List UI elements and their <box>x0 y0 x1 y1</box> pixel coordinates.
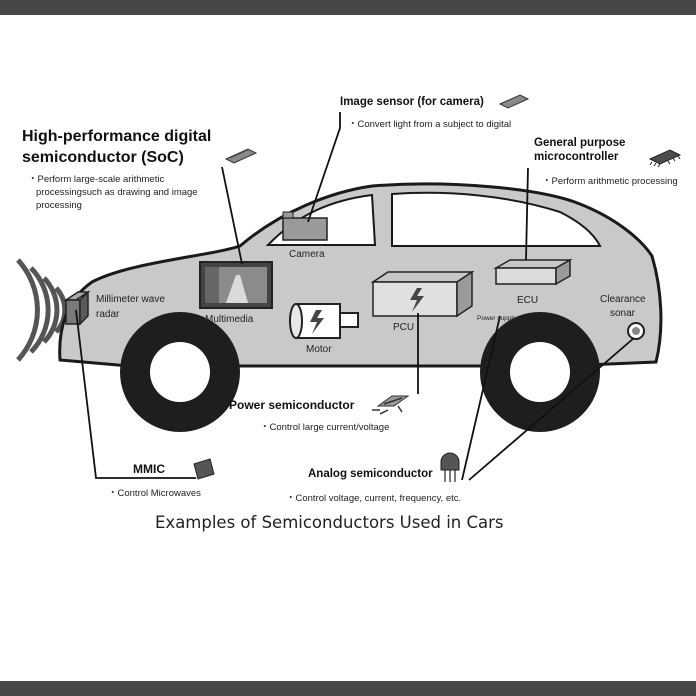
rear-wheel <box>480 312 600 432</box>
clearance-sonar <box>627 322 645 340</box>
analog-heading: Analog semiconductor <box>308 468 433 480</box>
mmic-chip-icon <box>193 458 215 480</box>
ecu-label: ECU <box>517 295 538 306</box>
mcu-heading-line2: microcontroller <box>534 151 619 163</box>
ecu-box <box>493 258 573 286</box>
analog-leader-line-2 <box>468 337 635 481</box>
radar-waves-icon <box>16 258 68 362</box>
radar-label-line2: radar <box>96 309 120 320</box>
soc-description-line1: ・Perform large-scale arithmetic <box>28 174 164 185</box>
power-description: ・Control large current/voltage <box>260 422 389 433</box>
motor-label: Motor <box>306 344 332 355</box>
soc-leader-line <box>221 166 243 265</box>
radar-label-line1: Millimeter wave <box>96 294 165 305</box>
pcu-box <box>370 270 475 318</box>
mmic-heading: MMIC <box>133 462 165 476</box>
camera-label: Camera <box>289 249 325 260</box>
mmic-leader-line <box>75 309 196 479</box>
sonar-label-line1: Clearance <box>600 294 646 305</box>
bottom-border-band <box>0 681 696 696</box>
rear-window <box>391 191 602 247</box>
diagram-title: Examples of Semiconductors Used in Cars <box>155 513 504 532</box>
leader-lines <box>75 112 635 481</box>
front-wheel <box>120 312 240 432</box>
pcu-label: PCU <box>393 322 414 333</box>
multimedia-screen <box>199 261 273 309</box>
power-supply-ic-label: Power supply IC <box>477 315 525 322</box>
camera-box <box>282 211 328 241</box>
soc-description-line2: processingsuch as drawing and image <box>36 187 198 198</box>
power-heading: Power semiconductor <box>229 398 355 412</box>
mmic-description: ・Control Microwaves <box>108 488 201 499</box>
mcu-heading-line1: General purpose <box>534 137 625 149</box>
microcontroller-chip-icon <box>648 149 682 168</box>
analog-description: ・Control voltage, current, frequency, et… <box>286 493 461 504</box>
millimeter-wave-radar-box <box>63 290 91 326</box>
soc-heading-line2: semiconductor (SoC) <box>22 149 184 166</box>
image-sensor-heading: Image sensor (for camera) <box>340 96 484 108</box>
soc-heading-line1: High-performance digital <box>22 128 211 145</box>
image-sensor-leader-line <box>307 112 341 223</box>
image-sensor-description: ・Convert light from a subject to digital <box>348 119 511 130</box>
sonar-label-line2: sonar <box>610 308 636 319</box>
motor-component <box>289 303 359 339</box>
multimedia-label: Multimedia <box>205 314 254 325</box>
soc-description-line3: processing <box>36 200 82 211</box>
top-border-band <box>0 0 696 15</box>
analog-chip-icon <box>440 452 460 482</box>
image-sensor-chip-icon <box>498 94 530 109</box>
power-semiconductor-chip-icon <box>372 395 410 415</box>
mcu-leader-line <box>525 167 529 261</box>
analog-leader-line-1 <box>461 315 501 481</box>
mcu-description: ・Perform arithmetic processing <box>542 176 678 187</box>
soc-chip-icon <box>224 148 258 164</box>
